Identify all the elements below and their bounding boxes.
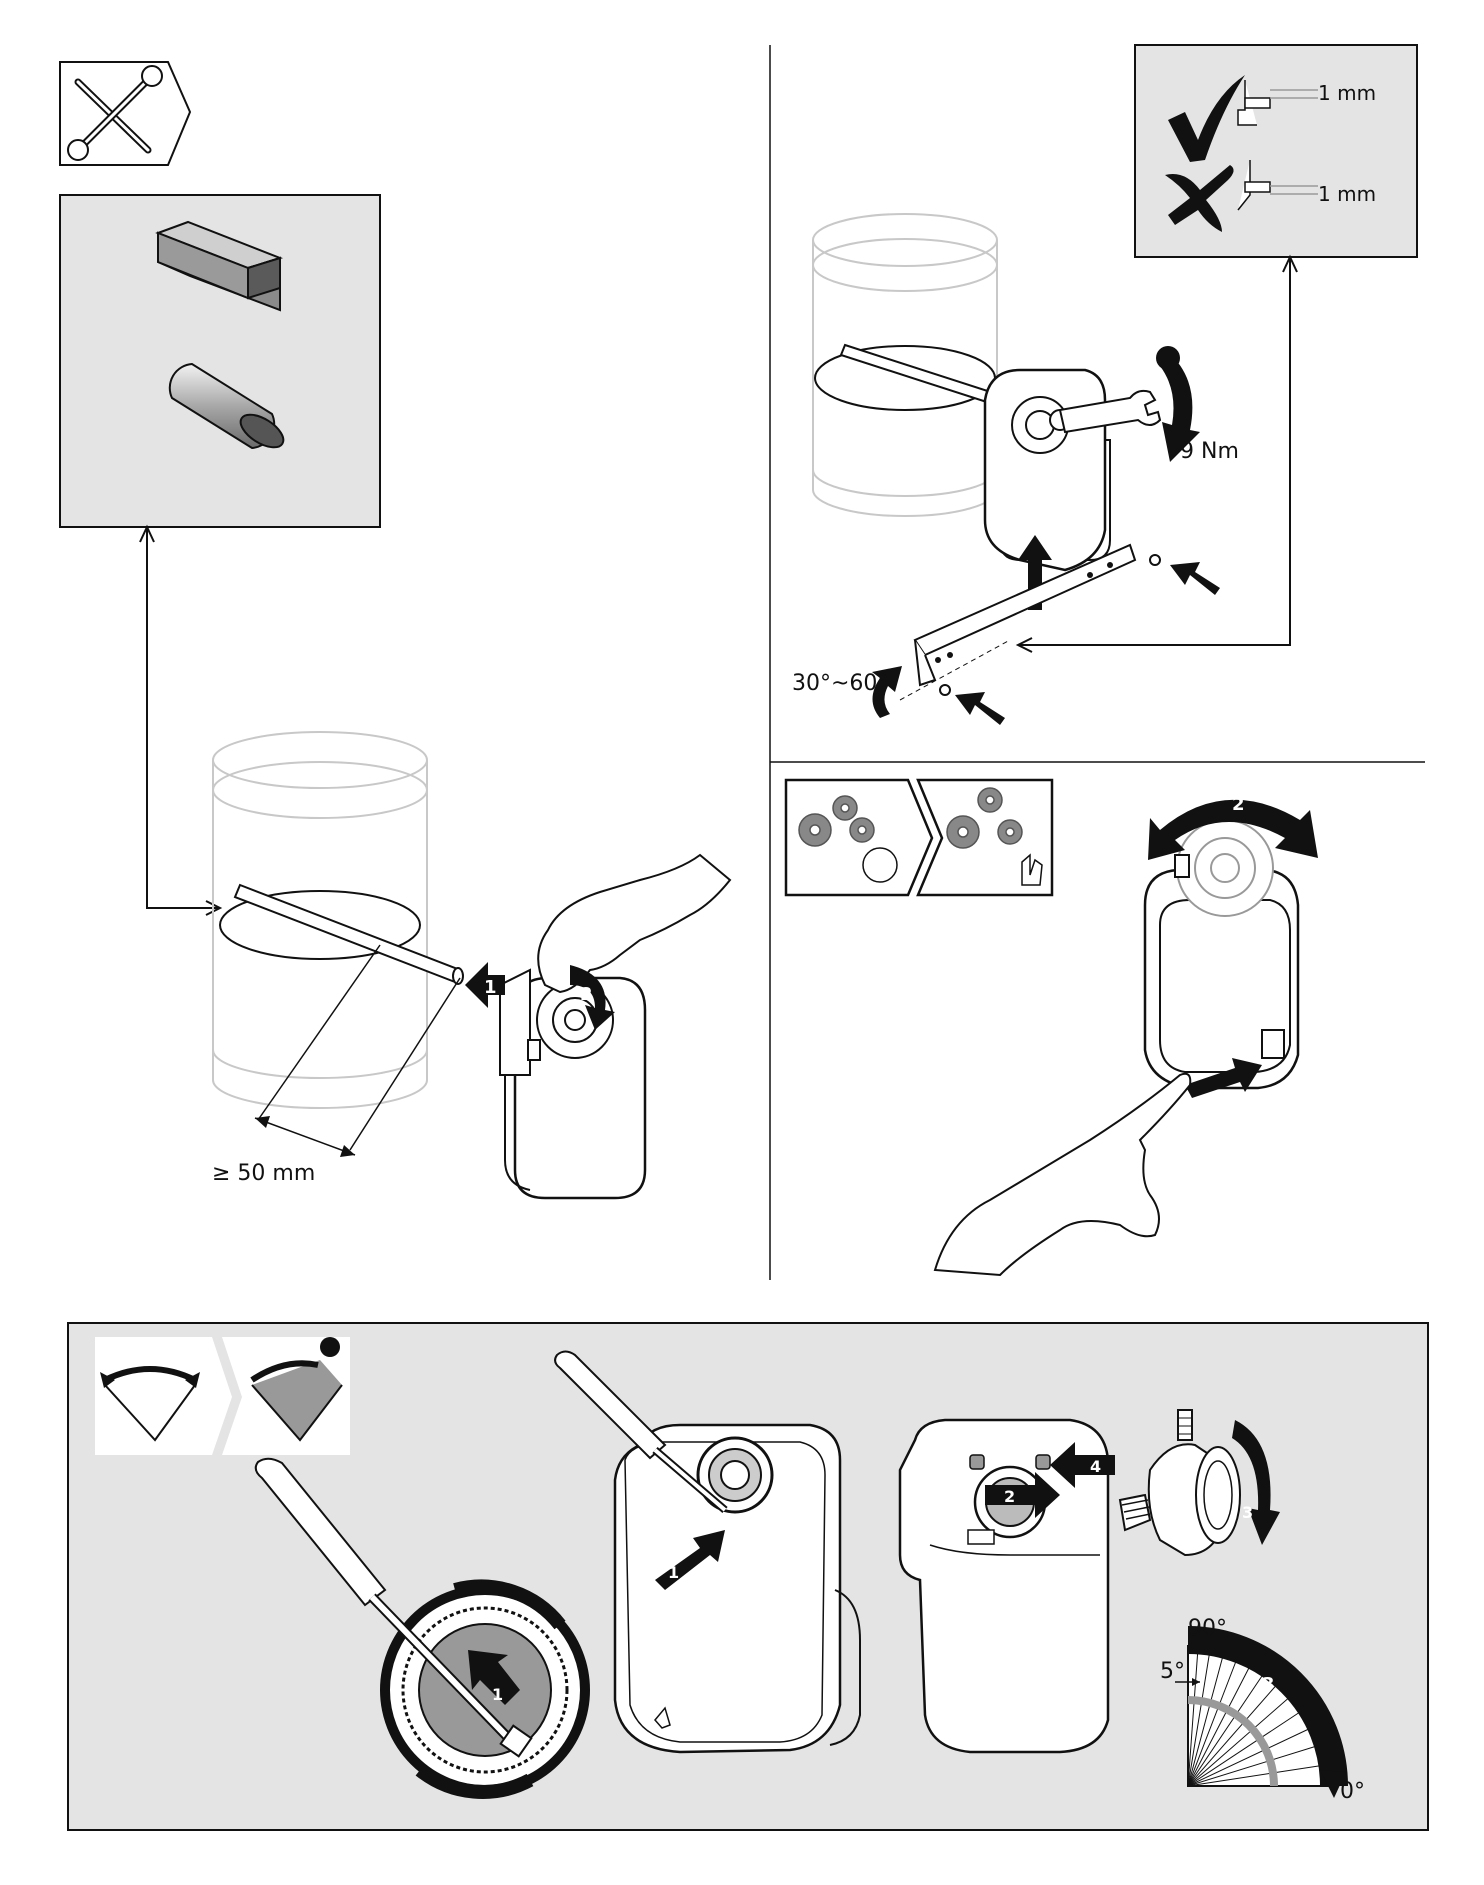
- angle-arrow: [872, 666, 902, 718]
- screwdriver-1: [254, 1457, 533, 1758]
- duct: [212, 731, 428, 1109]
- angle-stop-icon: [222, 1337, 350, 1455]
- tools-icon: [59, 61, 192, 166]
- scale-step-label: 3: [1262, 1674, 1275, 1695]
- angle-scale: [1175, 1626, 1348, 1798]
- ring-step-label: 1: [492, 1685, 503, 1704]
- square-shaft-icon: [155, 220, 284, 312]
- panel-d-angle-limit: 1 1: [67, 1322, 1429, 1831]
- rotation-step-label: 2: [1232, 794, 1245, 815]
- torque-label: 9 Nm: [1180, 439, 1239, 464]
- connector-line: [146, 527, 220, 909]
- gears-auto-icon: [798, 795, 898, 883]
- tolerance-bad-label: 1 mm: [1318, 182, 1376, 206]
- step-2-label: 2: [580, 984, 593, 1005]
- gears-manual-icon: [946, 787, 1043, 886]
- panel-c-manual-override: 2: [784, 778, 1318, 1277]
- panel-b-bracket-mount: 1 mm 1 mm: [792, 44, 1418, 725]
- hand-a: [537, 853, 732, 994]
- hand-pointing: [933, 1072, 1192, 1277]
- actuator-c: [1143, 819, 1300, 1090]
- align-arrow: [985, 1472, 1060, 1518]
- angle-0-label: 0°: [1340, 1779, 1365, 1804]
- bracket-angle-label: 30°~60°: [792, 671, 888, 696]
- adapter-clamp: [1118, 1409, 1241, 1557]
- rotation-arrow: [1148, 799, 1318, 860]
- tolerance-ok-symbol: [1237, 80, 1318, 126]
- actuator-d1: [613, 1423, 861, 1754]
- tolerance-panel: [1134, 44, 1418, 258]
- adapter-rotate-arrow: [1232, 1420, 1280, 1545]
- mount-up-arrow: [1018, 535, 1052, 610]
- screw-icon: [939, 554, 1161, 696]
- check-icon: [1168, 75, 1245, 162]
- wrench-icon: [1058, 389, 1162, 434]
- duct-b: [812, 213, 998, 517]
- push-button-arrow: [1185, 1058, 1262, 1098]
- actuator-b: [983, 368, 1111, 572]
- insert-step-label: 4: [1090, 1457, 1101, 1476]
- angle-range-icon: [95, 1337, 232, 1455]
- push-arrow-lower: [955, 692, 1005, 725]
- push-in-step-label: 1: [668, 1563, 679, 1582]
- panel-a-shaft-mount: ≥ 50 mm 1 2: [59, 61, 732, 1200]
- tolerance-ok-label: 1 mm: [1318, 81, 1376, 105]
- round-shaft-icon: [168, 362, 285, 450]
- torque-arrow: [1156, 346, 1200, 462]
- scale-ring-detail: [380, 1579, 590, 1799]
- push-in-arrow: [655, 1530, 725, 1590]
- actuator-a: [499, 968, 647, 1200]
- insert-arrow: [1050, 1442, 1115, 1488]
- push-arrow-upper: [1170, 562, 1220, 595]
- mounting-bracket: [913, 543, 1137, 657]
- step-1-label: 1: [484, 977, 497, 998]
- connector-line-b: [1018, 257, 1291, 646]
- shaft-length-label: ≥ 50 mm: [212, 1161, 315, 1186]
- screwdriver-2: [554, 1350, 728, 1514]
- align-step-label: 2: [1004, 1487, 1015, 1506]
- ring-push-arrow: [468, 1650, 520, 1705]
- cross-icon: [1165, 165, 1234, 232]
- adapter-rotate-step-label: 3: [1242, 1503, 1253, 1522]
- angle-90-label: 90°: [1188, 1616, 1227, 1641]
- angle-5-label: 5°: [1160, 1659, 1185, 1684]
- tolerance-bad-symbol: [1237, 160, 1318, 211]
